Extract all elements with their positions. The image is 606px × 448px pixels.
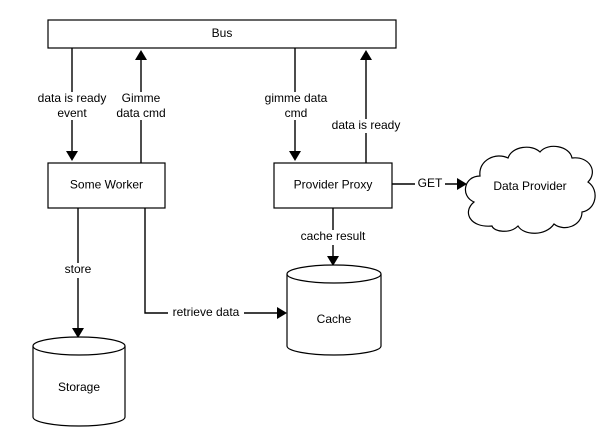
label-gimme-data-cmd-proxy: gimme data cmd — [261, 91, 331, 120]
label-data-is-ready: data is ready — [326, 118, 406, 133]
provider-proxy-node: Provider Proxy — [273, 162, 393, 209]
storage-label: Storage — [58, 380, 100, 394]
cache-cylinder: Cache — [286, 264, 382, 356]
data-provider-label: Data Provider — [493, 179, 566, 193]
label-cache-result: cache result — [294, 229, 372, 245]
storage-cylinder: Storage — [32, 336, 126, 427]
some-worker-node: Some Worker — [47, 162, 166, 209]
edge-label-line: cache result — [301, 229, 366, 243]
edge-label-line: GET — [418, 176, 443, 190]
edge-label-line: cmd — [285, 106, 308, 120]
label-get: GET — [415, 176, 445, 191]
edge-label-line: gimme data — [265, 91, 328, 105]
edge-proxy-to-bus — [360, 50, 372, 163]
bus-node: Bus — [47, 19, 397, 49]
edge-label-line: data is ready — [332, 118, 401, 132]
label-data-ready-event: data is ready event — [32, 91, 112, 120]
edge-label-line: store — [65, 262, 92, 276]
edge-label-line: event — [57, 106, 87, 120]
edge-label-line: retrieve data — [173, 305, 240, 319]
bus-label: Bus — [212, 26, 233, 40]
some-worker-label: Some Worker — [70, 178, 143, 192]
provider-proxy-label: Provider Proxy — [294, 178, 373, 192]
cache-label: Cache — [317, 312, 352, 326]
label-retrieve-data: retrieve data — [168, 305, 244, 321]
edge-label-line: Gimme — [122, 91, 161, 105]
edge-label-line: data cmd — [116, 106, 165, 120]
label-store: store — [60, 262, 96, 278]
label-gimme-data-cmd-worker: Gimme data cmd — [114, 91, 168, 120]
data-provider-cloud: Data Provider — [464, 145, 596, 234]
edge-label-line: data is ready — [38, 91, 107, 105]
edge-worker-to-cache — [144, 208, 287, 319]
